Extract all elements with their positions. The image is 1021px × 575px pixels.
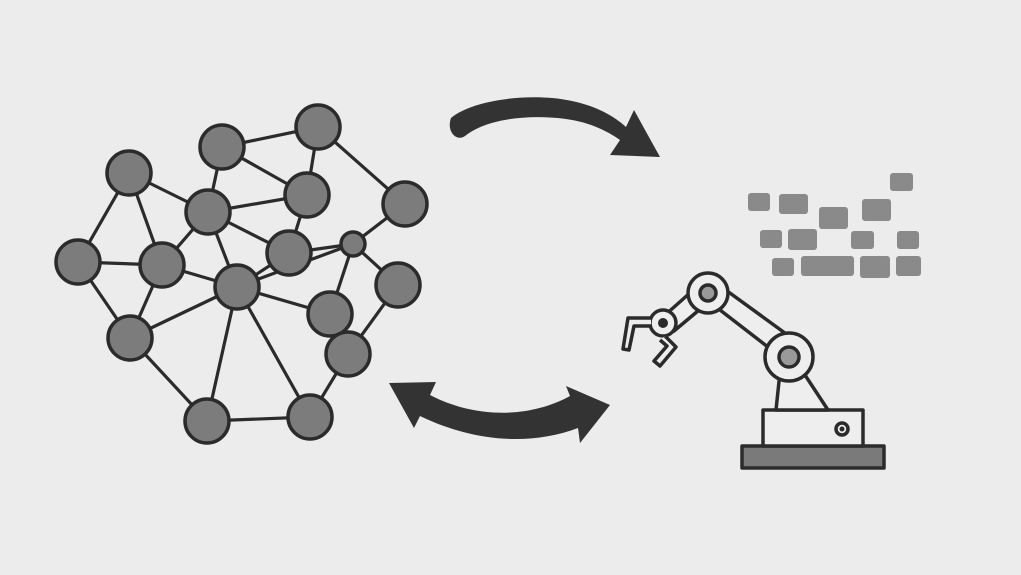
data-block	[760, 230, 782, 248]
data-block	[772, 258, 794, 276]
network-node	[138, 241, 186, 289]
curved-arrow-network-to-data	[449, 97, 660, 157]
robot-indicator-dot	[839, 426, 845, 432]
data-block	[851, 231, 874, 249]
network-node	[105, 149, 153, 197]
data-block	[748, 193, 770, 211]
data-block	[860, 256, 890, 278]
double-curved-arrow-network-robot	[389, 382, 610, 443]
robot-wrist-hub	[658, 318, 668, 328]
network-node	[294, 103, 342, 151]
network-graph-icon	[54, 103, 429, 445]
robot-base-plate	[740, 444, 886, 470]
robot-gripper-lower-finger	[652, 334, 678, 368]
network-node	[283, 171, 331, 219]
network-node	[184, 188, 232, 236]
network-node	[374, 261, 422, 309]
network-node	[286, 393, 334, 441]
data-block	[897, 231, 919, 249]
robot-elbow-hub	[777, 345, 801, 369]
network-node	[213, 263, 261, 311]
data-block	[779, 194, 808, 214]
data-block	[819, 207, 848, 229]
network-node	[265, 229, 313, 277]
network-node	[106, 314, 154, 362]
robot-arm-icon	[621, 271, 886, 470]
network-node	[339, 230, 367, 258]
robot-gripper-upper-finger	[621, 316, 651, 352]
data-block	[896, 256, 921, 276]
data-block	[801, 256, 854, 276]
robot-shoulder-hub	[698, 283, 718, 303]
network-nodes	[54, 103, 429, 445]
data-block	[788, 229, 817, 250]
data-block	[862, 199, 891, 221]
data-block	[890, 173, 913, 191]
data-blocks-icon	[748, 173, 921, 278]
network-node	[54, 238, 102, 286]
network-node	[183, 397, 231, 445]
network-node	[198, 123, 246, 171]
network-node	[381, 180, 429, 228]
network-edge	[235, 285, 312, 419]
network-node	[306, 290, 354, 338]
network-node	[324, 330, 372, 378]
